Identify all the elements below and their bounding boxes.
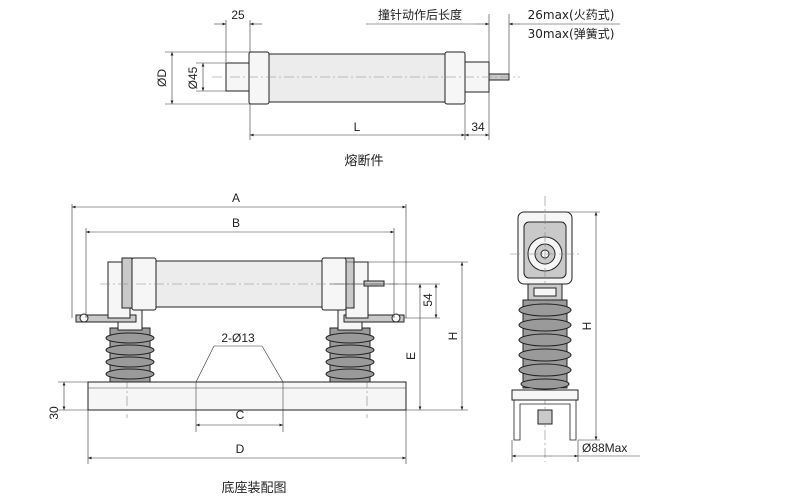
dim-45-label: Ø45 xyxy=(186,66,200,89)
dim-A-label: A xyxy=(232,191,240,205)
fuse-left-ring xyxy=(248,51,270,105)
left-insulator xyxy=(105,305,155,383)
side-base xyxy=(511,389,579,401)
dim-E-label: E xyxy=(404,352,418,360)
fuse-link-view: 25 ØD Ø45 L 34 撞针动作后长度 26max(火药式) 30max(… xyxy=(155,7,620,169)
side-dim-88-label: Ø88Max xyxy=(582,441,627,455)
dim-34-label: 34 xyxy=(471,120,485,134)
side-insulator xyxy=(518,299,572,390)
fuse-caption: 熔断件 xyxy=(344,154,383,169)
dim-54-label: 54 xyxy=(421,293,435,307)
dim-25-label: 25 xyxy=(231,8,245,22)
dim-holes-label: 2-Ø13 xyxy=(221,331,255,345)
dim-30-label: 30 xyxy=(47,406,61,420)
right-terminal xyxy=(343,314,405,323)
fuse-tube xyxy=(268,53,446,103)
dim-D-base-label: D xyxy=(236,442,245,456)
fuse-right-ring xyxy=(444,51,466,105)
striker-30-label: 30max(弹簧式) xyxy=(528,26,615,41)
dim-D-label: ØD xyxy=(155,69,169,87)
dim-C-label: C xyxy=(236,408,245,422)
dim-B-label: B xyxy=(232,216,240,230)
striker-26-label: 26max(火药式) xyxy=(528,8,615,22)
striker-length-label: 撞针动作后长度 xyxy=(378,7,462,22)
dim-H-label: H xyxy=(446,332,460,341)
left-terminal xyxy=(75,314,137,323)
base-plate xyxy=(87,381,407,411)
side-dim-H-label: H xyxy=(580,322,594,331)
base-assembly-view: A B 54 H E 2-Ø13 C D xyxy=(47,191,468,496)
base-caption: 底座装配图 xyxy=(221,480,286,496)
dim-L-label: L xyxy=(354,120,361,134)
side-view: H Ø88Max xyxy=(510,196,640,462)
